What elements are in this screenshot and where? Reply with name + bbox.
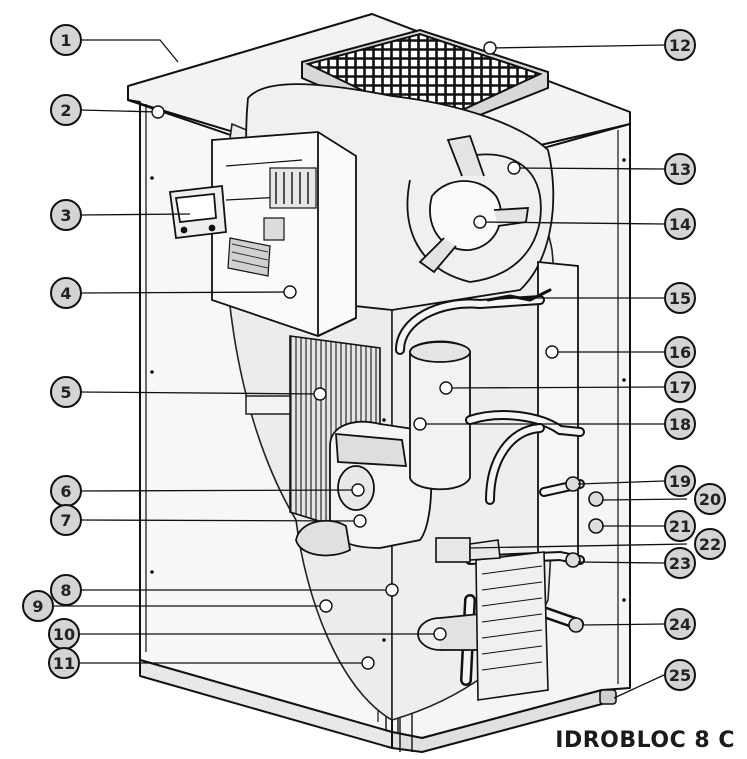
leader-lines (54, 39, 688, 699)
callout-8: 8 (50, 574, 82, 606)
callout-14: 14 (664, 208, 696, 240)
callout-9-label: 9 (32, 597, 43, 616)
callout-18-label: 18 (669, 415, 691, 434)
connection-23 (565, 552, 581, 568)
callout-24: 24 (664, 608, 696, 640)
callout-5-label: 5 (60, 383, 71, 402)
callout-16: 16 (664, 336, 696, 368)
control-display (168, 184, 227, 239)
callout-13-label: 13 (669, 160, 691, 179)
callout-1-label: 1 (60, 31, 71, 50)
callout-20-label: 20 (699, 490, 721, 509)
callout-4-label: 4 (60, 284, 71, 303)
callout-25: 25 (664, 659, 696, 691)
plate-exchanger (475, 551, 549, 701)
panel-screws (150, 158, 626, 642)
callout-3: 3 (50, 199, 82, 231)
callout-3-label: 3 (60, 206, 71, 225)
callout-25-label: 25 (669, 666, 691, 685)
diagram-title: IDROBLOC 8 C (555, 728, 735, 753)
callout-22: 22 (694, 528, 726, 560)
callout-12: 12 (664, 29, 696, 61)
callout-11-label: 11 (53, 654, 75, 673)
callout-24-label: 24 (669, 615, 691, 634)
callout-4: 4 (50, 277, 82, 309)
callout-18: 18 (664, 408, 696, 440)
support-foot (599, 689, 617, 705)
callout-10: 10 (48, 618, 80, 650)
connection-24 (568, 617, 584, 633)
callout-9: 9 (22, 590, 54, 622)
callout-13: 13 (664, 153, 696, 185)
callout-21: 21 (664, 510, 696, 542)
connection-19 (565, 476, 581, 492)
valve-block (435, 537, 501, 563)
callout-17-label: 17 (669, 378, 691, 397)
connection-20 (588, 491, 604, 507)
callout-17: 17 (664, 371, 696, 403)
callout-6: 6 (50, 475, 82, 507)
callout-5: 5 (50, 376, 82, 408)
callout-16-label: 16 (669, 343, 691, 362)
callout-20: 20 (694, 483, 726, 515)
callout-19-label: 19 (669, 472, 691, 491)
fan-motor (429, 180, 502, 251)
callout-19: 19 (664, 465, 696, 497)
callout-23-label: 23 (669, 554, 691, 573)
electrical-box (168, 131, 357, 337)
callout-2: 2 (50, 94, 82, 126)
callout-15-label: 15 (669, 289, 691, 308)
callout-10-label: 10 (53, 625, 75, 644)
callout-1: 1 (50, 24, 82, 56)
connection-21 (588, 518, 604, 534)
callout-8-label: 8 (60, 581, 71, 600)
callout-21-label: 21 (669, 517, 691, 536)
callout-7: 7 (50, 504, 82, 536)
callout-6-label: 6 (60, 482, 71, 501)
callout-15: 15 (664, 282, 696, 314)
callout-7-label: 7 (60, 511, 71, 530)
callout-2-label: 2 (60, 101, 71, 120)
callouts: 1 2 3 4 5 6 7 8 9 10 11 12 13 14 15 16 1… (22, 24, 726, 691)
callout-23: 23 (664, 547, 696, 579)
target-dots (151, 41, 559, 670)
callout-22-label: 22 (699, 535, 721, 554)
callout-12-label: 12 (669, 36, 691, 55)
callout-14-label: 14 (669, 215, 691, 234)
callout-11: 11 (48, 647, 80, 679)
